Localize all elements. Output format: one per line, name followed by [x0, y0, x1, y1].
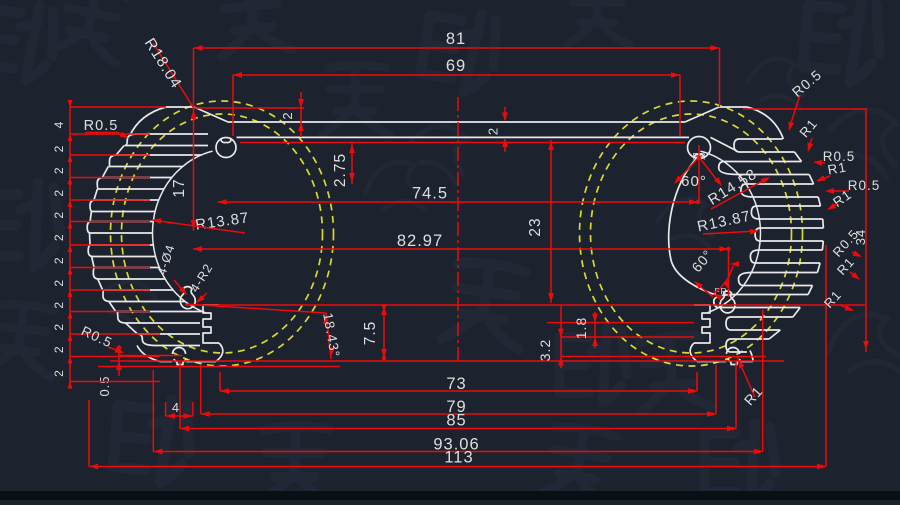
svg-text:R0.5: R0.5	[848, 178, 881, 193]
svg-text:73: 73	[446, 375, 466, 393]
svg-text:4: 4	[52, 121, 66, 129]
svg-text:R0.5: R0.5	[823, 149, 856, 164]
svg-text:2: 2	[52, 279, 66, 287]
svg-text:17: 17	[171, 178, 188, 197]
svg-text:FR: FR	[714, 286, 727, 296]
svg-text:2: 2	[52, 166, 66, 174]
svg-text:3.2: 3.2	[537, 339, 553, 361]
svg-text:R1: R1	[826, 160, 848, 178]
svg-text:2: 2	[52, 145, 66, 153]
svg-text:81: 81	[446, 30, 466, 48]
svg-text:0.5: 0.5	[97, 375, 112, 396]
svg-text:2.75: 2.75	[332, 153, 349, 187]
svg-text:2: 2	[52, 369, 66, 377]
svg-text:2: 2	[280, 111, 295, 119]
svg-text:79: 79	[446, 398, 466, 416]
svg-text:7.5: 7.5	[362, 321, 379, 346]
svg-text:34: 34	[853, 229, 868, 245]
svg-text:2: 2	[52, 233, 66, 241]
svg-text:1.8: 1.8	[573, 317, 589, 339]
svg-text:4: 4	[172, 400, 180, 415]
svg-text:23: 23	[527, 217, 544, 236]
svg-text:2: 2	[486, 127, 501, 135]
svg-text:2: 2	[52, 256, 66, 264]
svg-text:2: 2	[52, 345, 66, 353]
svg-text:82.97: 82.97	[397, 232, 443, 250]
svg-text:2: 2	[52, 211, 66, 219]
svg-text:2: 2	[52, 301, 66, 309]
svg-text:60°: 60°	[681, 173, 707, 190]
svg-text:74.5: 74.5	[412, 185, 448, 203]
svg-text:69: 69	[446, 57, 466, 75]
svg-text:93.06: 93.06	[433, 436, 479, 454]
svg-text:85: 85	[446, 412, 466, 430]
svg-text:113: 113	[444, 449, 473, 467]
svg-text:R0.5: R0.5	[84, 118, 119, 134]
svg-text:2: 2	[52, 189, 66, 197]
svg-text:2: 2	[52, 323, 66, 331]
